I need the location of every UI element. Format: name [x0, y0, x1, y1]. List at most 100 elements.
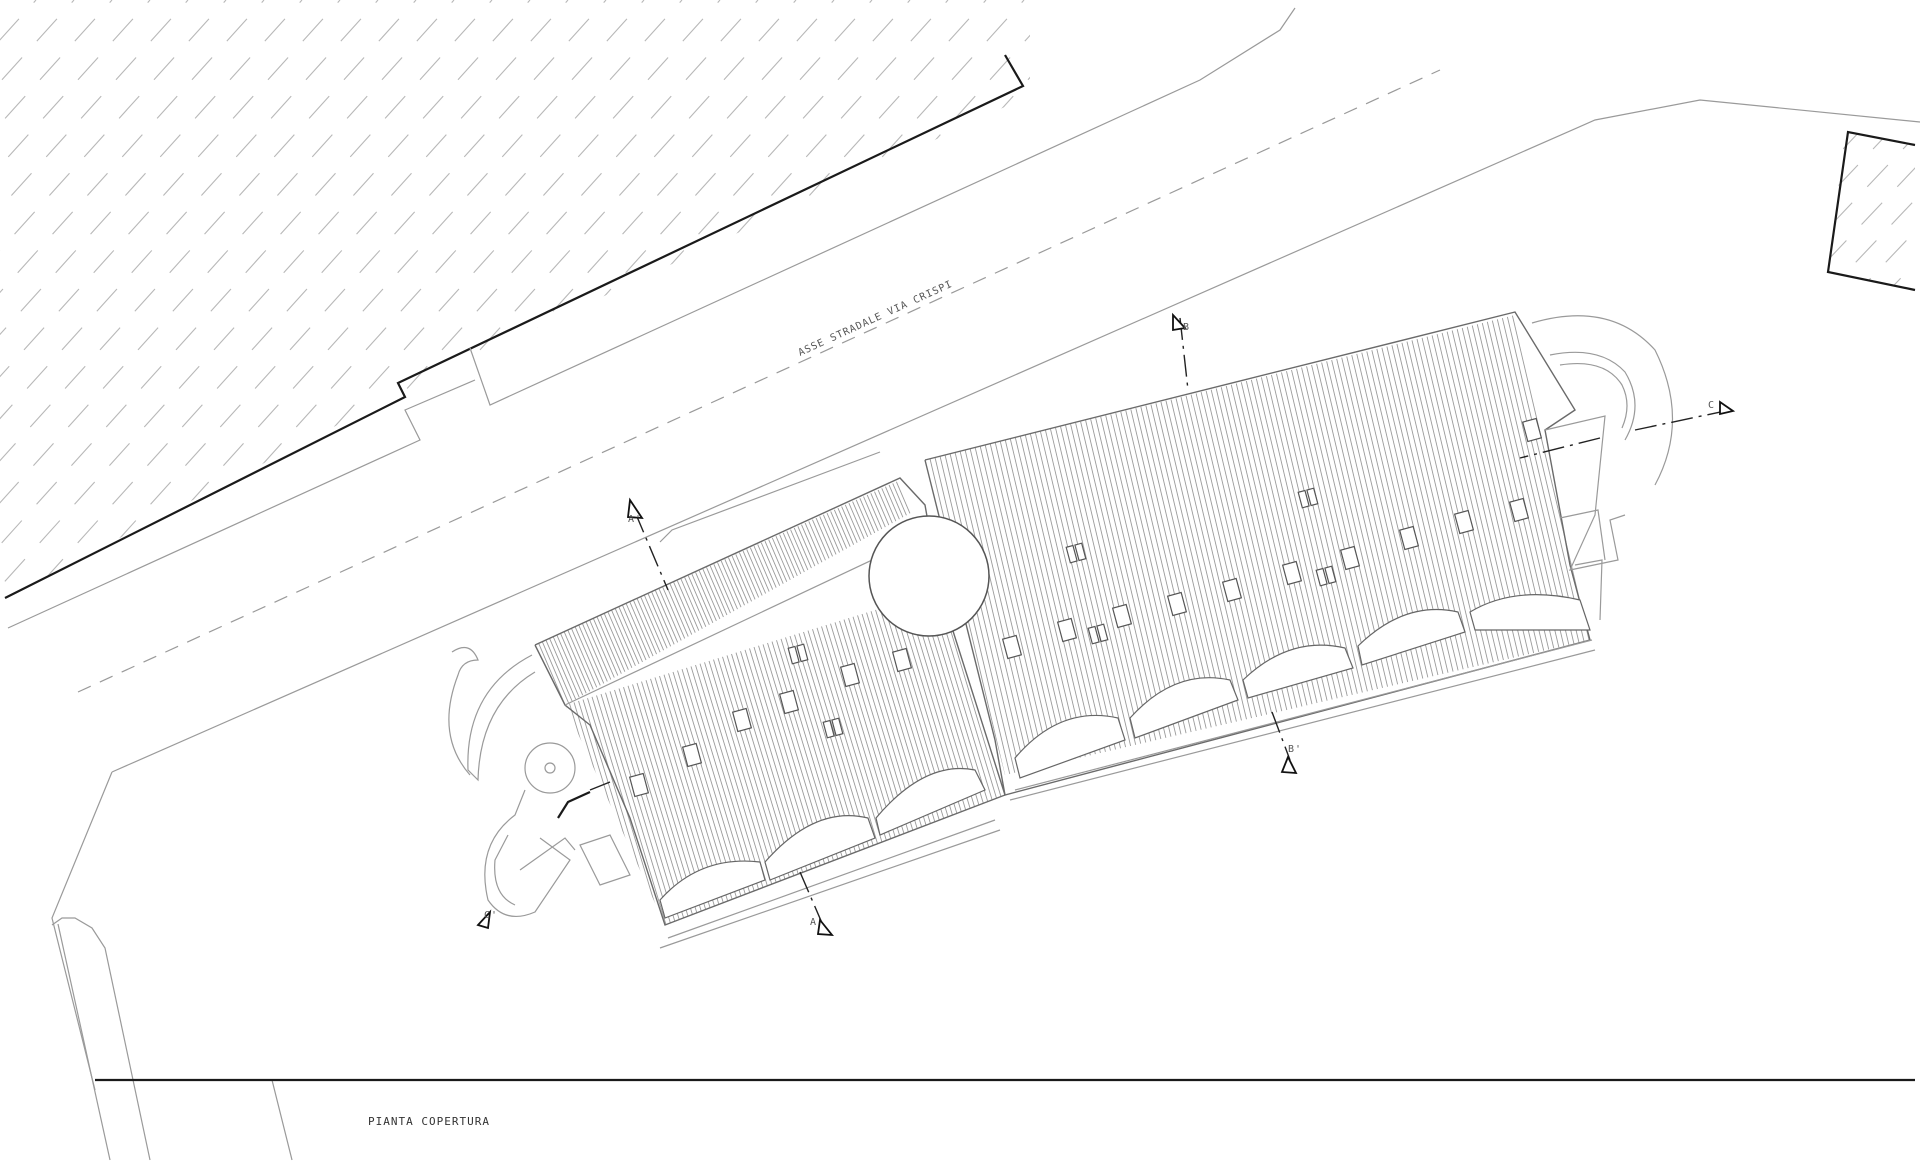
dome-circle	[868, 515, 990, 637]
roof-vent	[1324, 565, 1337, 585]
roof-corrugation	[789, 635, 891, 925]
section-marker-c-end	[476, 909, 492, 930]
roof-corrugation	[749, 547, 781, 618]
roof-corrugation	[650, 678, 751, 925]
drawing-title: PIANTA COPERTURA	[368, 1115, 490, 1128]
roof-corrugation	[1456, 326, 1543, 687]
roof-corrugation	[1315, 361, 1402, 722]
roof-corrugation	[1275, 371, 1362, 733]
hatch-line	[0, 0, 151, 600]
skylight	[1221, 577, 1243, 603]
roof-corrugation	[897, 602, 999, 925]
roof-right-wing	[924, 311, 1591, 796]
hatch-line	[1148, 0, 1708, 620]
roof-corrugation	[609, 691, 711, 925]
roof-corrugation	[695, 664, 796, 925]
roof-corrugation	[1411, 337, 1497, 699]
roof-corrugation	[1400, 340, 1487, 701]
skylight	[1453, 509, 1475, 535]
roof-corrugation	[1305, 364, 1392, 725]
roof-corrugation	[776, 640, 877, 925]
hatch-line	[311, 0, 873, 600]
section-label-b-start: B	[1183, 322, 1190, 333]
hatch-line	[0, 0, 75, 600]
roof-corrugation	[746, 549, 778, 620]
roof-corrugation	[1290, 368, 1377, 729]
skylight	[731, 707, 753, 733]
roof-corrugation	[654, 677, 756, 925]
skylight	[1521, 417, 1543, 443]
road-edge-upper	[469, 7, 1296, 406]
roof-corrugation	[793, 527, 825, 599]
roof-corrugation	[713, 563, 745, 635]
roof-corrugation	[607, 611, 639, 683]
roof-corrugation	[822, 514, 854, 585]
roof-corrugation	[760, 542, 792, 613]
hatch-line	[197, 0, 759, 600]
roof-corrugation	[596, 616, 628, 688]
hatch-line	[1034, 0, 1594, 620]
roof-corrugation	[563, 631, 595, 702]
roof-corrugation	[720, 560, 752, 632]
roof-corrugation	[753, 545, 785, 617]
roof-corrugation	[549, 638, 581, 705]
roof-corrugation	[1280, 370, 1367, 731]
roof-corrugation	[938, 590, 1005, 921]
roof-corrugation	[704, 662, 805, 925]
roof-corrugation	[929, 593, 1005, 924]
roof-vent	[1096, 623, 1109, 643]
roof-corrugation	[622, 605, 654, 676]
roof-corrugation	[1250, 378, 1337, 739]
roof-corrugation	[574, 626, 606, 698]
roof-corrugation	[782, 532, 814, 603]
roof-corrugation	[569, 703, 670, 925]
roof-corrugation	[717, 562, 748, 633]
roof-corrugation	[627, 685, 729, 925]
kerb-south-west-inner	[57, 923, 111, 1161]
hatch-line	[1909, 132, 1915, 290]
roof-corrugation	[779, 534, 810, 605]
roof-corrugation	[738, 552, 770, 623]
roof-corrugation	[731, 555, 763, 627]
skylight	[1508, 497, 1530, 523]
roof-corrugation	[1436, 331, 1522, 692]
sidewalk-edge-upper	[7, 379, 476, 629]
roof-corrugation	[775, 535, 807, 607]
roof-corrugation	[585, 621, 617, 693]
hatch-line	[919, 0, 1030, 600]
neighbor-right-outline	[1826, 130, 1916, 292]
roof-corrugation	[1300, 365, 1387, 726]
hatch-line	[0, 0, 113, 600]
roof-corrugation	[742, 550, 774, 622]
property-boundary-left	[4, 54, 1025, 599]
roof-corrugation	[1355, 351, 1442, 712]
roof-corrugation	[797, 526, 829, 597]
roof-corrugation	[677, 670, 778, 925]
roof-corrugation	[1461, 325, 1548, 686]
section-markers	[476, 312, 1736, 937]
roof-corrugation	[571, 628, 602, 699]
hatch-line	[1828, 132, 1911, 290]
skylight	[891, 647, 913, 673]
roof-corrugation	[1390, 342, 1477, 704]
hatch-line	[159, 0, 721, 600]
roof-corrugation	[623, 686, 724, 925]
roof-corrugation	[560, 633, 591, 704]
roof-corrugation	[672, 671, 774, 925]
section-marker-c-start	[1719, 400, 1736, 416]
section-marker-a-start	[626, 497, 644, 520]
right-annex	[1531, 315, 1673, 621]
roof-corrugation	[629, 601, 661, 673]
hatch-line	[1828, 132, 1915, 290]
roof-corrugation	[780, 638, 882, 925]
roof-corrugation	[790, 529, 821, 600]
roof-vent	[831, 717, 844, 737]
roof-vent	[1087, 625, 1100, 645]
roof-corrugation	[706, 567, 737, 638]
hatch-line	[0, 0, 265, 600]
hatch-line	[0, 0, 417, 600]
skylight	[1111, 603, 1133, 629]
roof-corrugation	[1335, 356, 1422, 717]
roof-corrugation	[618, 688, 720, 925]
roof-corrugation	[668, 673, 769, 925]
